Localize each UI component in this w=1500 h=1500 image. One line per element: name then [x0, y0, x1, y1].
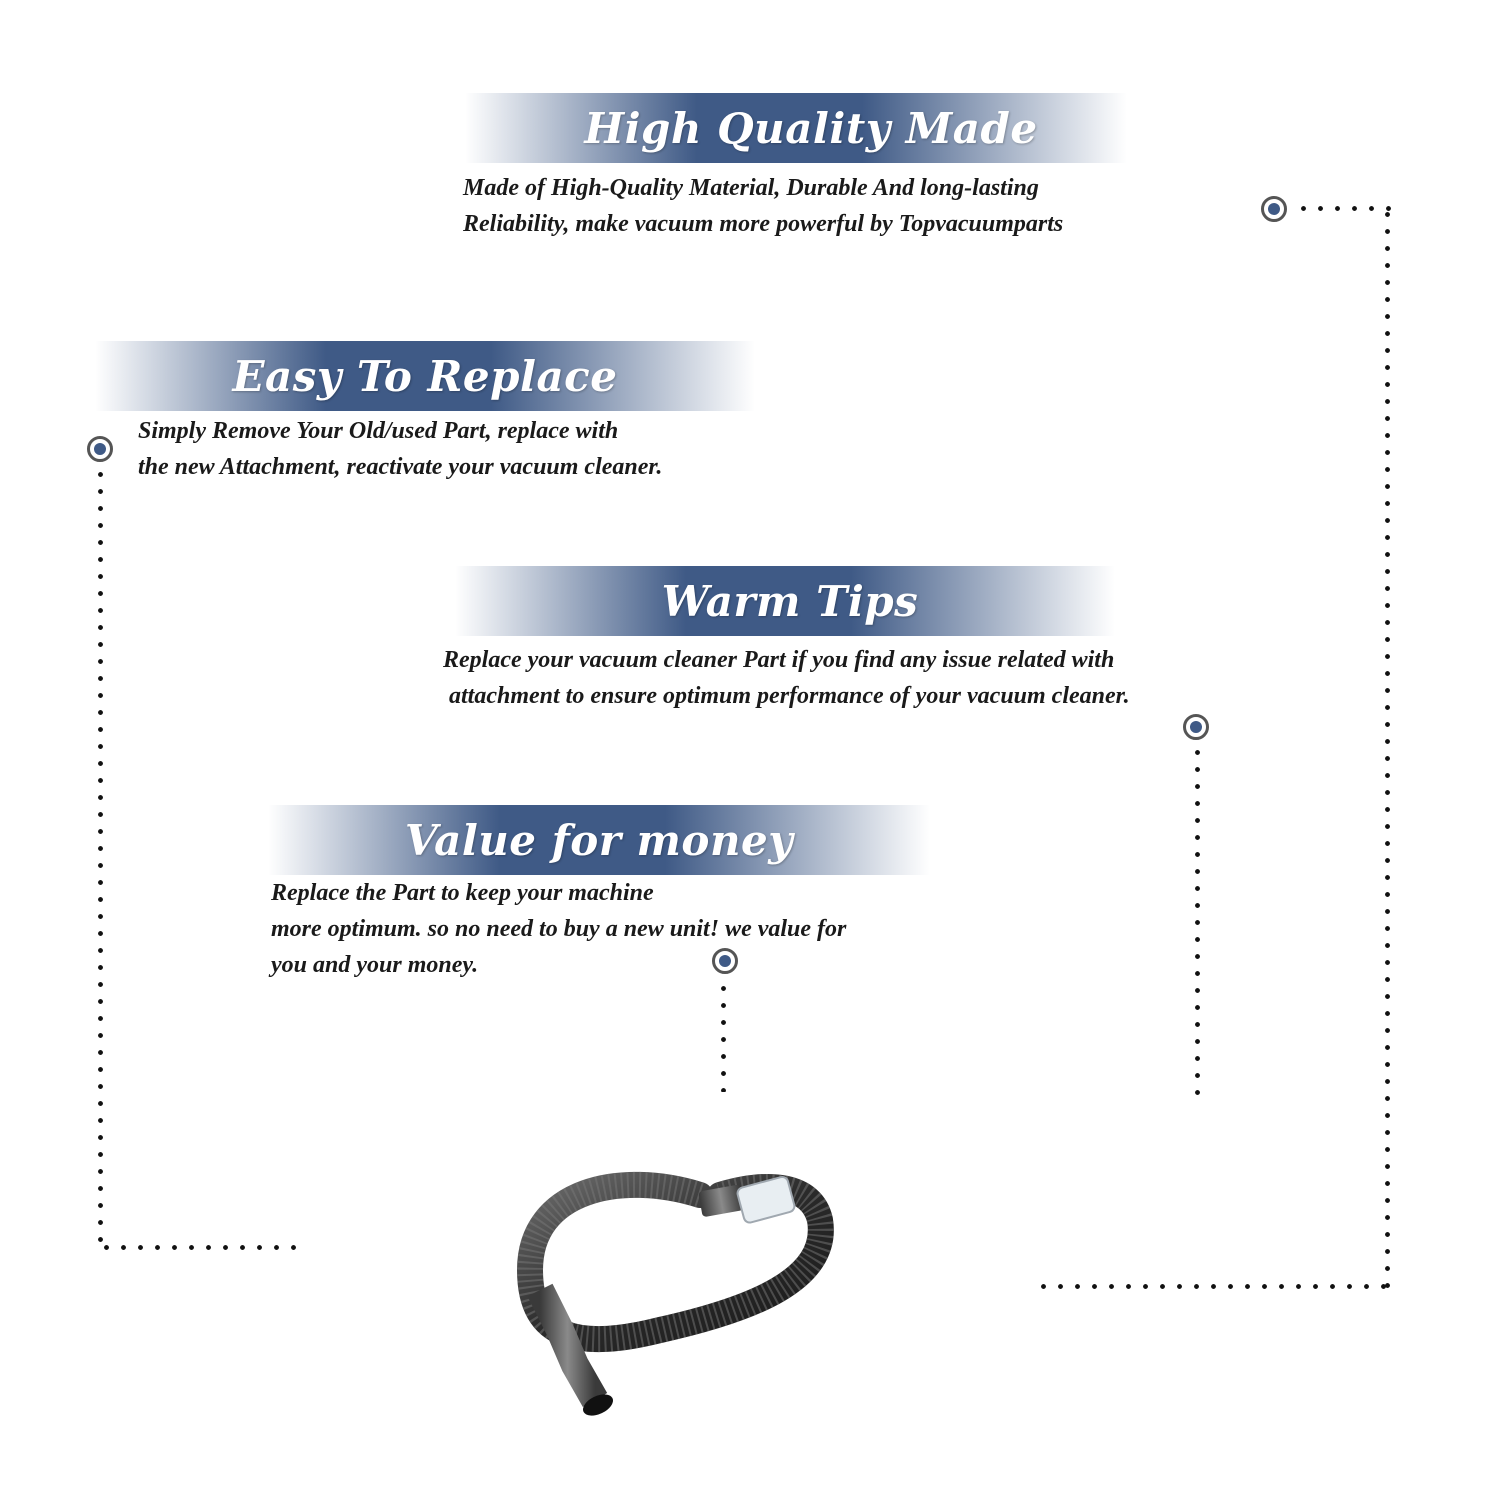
connector-high-quality-top [1295, 206, 1391, 211]
desc-line: you and your money. [271, 952, 479, 978]
vacuum-hose-image [516, 1172, 834, 1416]
connector-left-bottom [98, 1245, 298, 1250]
connector-value-money [721, 980, 726, 1092]
section-title-warm-tips: Warm Tips [661, 576, 919, 626]
connector-right-vertical [1385, 206, 1390, 1291]
marker-high-quality [1261, 196, 1287, 222]
connector-left-vertical [98, 466, 103, 1251]
section-desc-value-money: Replace the Part to keep your machine mo… [271, 875, 846, 983]
desc-line: Replace the Part to keep your machine [271, 880, 654, 906]
desc-line: the new Attachment, reactivate your vacu… [138, 454, 663, 480]
marker-value-money [712, 948, 738, 974]
desc-line: Reliability, make vacuum more powerful b… [463, 211, 1064, 237]
banner-value-money: Value for money [268, 805, 930, 875]
desc-line: Made of High-Quality Material, Durable A… [463, 175, 1039, 201]
section-title-high-quality: High Quality Made [584, 103, 1038, 153]
section-desc-easy-replace: Simply Remove Your Old/used Part, replac… [138, 413, 662, 485]
desc-line: Replace your vacuum cleaner Part if you … [443, 647, 1115, 673]
banner-warm-tips: Warm Tips [455, 566, 1115, 636]
connector-right-bottom [1035, 1284, 1391, 1289]
connector-warm-tips [1195, 744, 1200, 1106]
desc-line: attachment to ensure optimum performance… [443, 683, 1130, 709]
section-title-easy-replace: Easy To Replace [232, 351, 618, 401]
desc-line: Simply Remove Your Old/used Part, replac… [138, 418, 619, 444]
banner-high-quality: High Quality Made [465, 93, 1127, 163]
banner-easy-replace: Easy To Replace [95, 341, 755, 411]
section-desc-high-quality: Made of High-Quality Material, Durable A… [463, 170, 1063, 242]
desc-line: more optimum. so no need to buy a new un… [271, 916, 847, 942]
marker-warm-tips [1183, 714, 1209, 740]
section-desc-warm-tips: Replace your vacuum cleaner Part if you … [443, 642, 1130, 714]
marker-easy-replace [87, 436, 113, 462]
section-title-value-money: Value for money [404, 815, 794, 865]
